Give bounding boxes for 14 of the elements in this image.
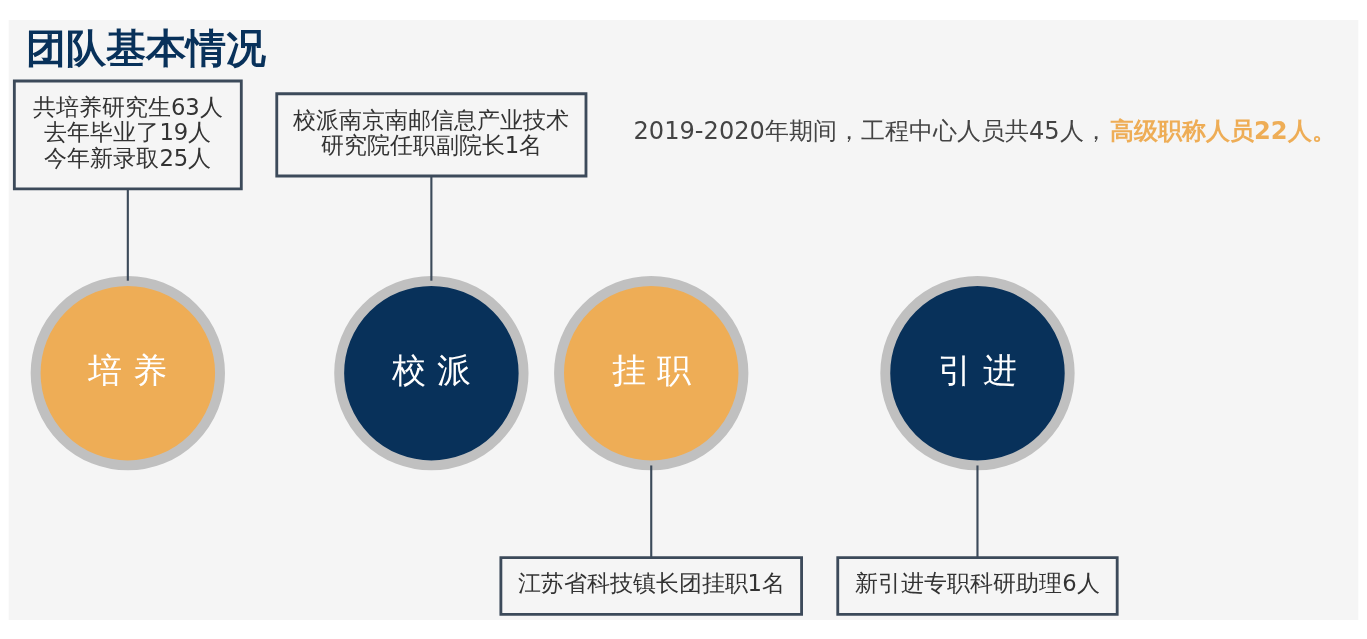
connector [126,188,129,281]
connector [650,464,653,557]
node-box: 校派南京南邮信息产业技术研究院任职副院长1名 [275,91,588,177]
node-circle: 挂 职 [554,275,749,470]
node-box: 新引进专职科研助理6人 [836,555,1119,616]
node-circle: 校 派 [334,275,529,470]
node-circle: 培 养 [30,275,225,470]
node-box: 共培养研究生63人 去年毕业了19人 今年新录取25人 [12,79,243,190]
diagram-title: 团队基本情况 [25,24,266,71]
node-circle: 引 进 [880,275,1075,470]
label: 2019-2020年期间，工程中心人员共45人，高级职称人员22人。 [633,116,1336,145]
node-box: 江苏省科技镇长团挂职1名 [499,555,803,616]
connector [976,464,979,557]
connector [430,175,433,281]
